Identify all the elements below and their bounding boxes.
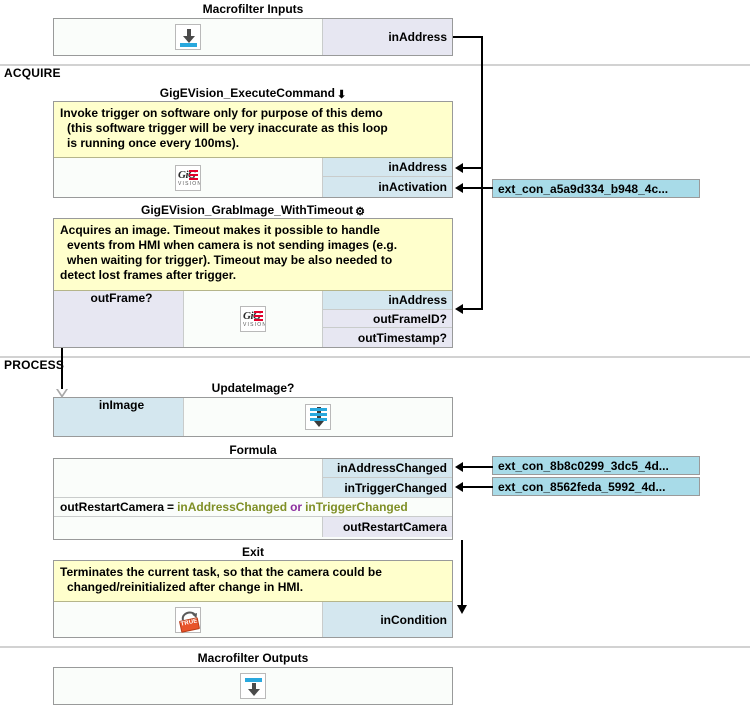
wire-ext1-inactivation [463, 187, 493, 189]
block-title-grab-image: GigEVision_GrabImage_WithTimeout⚙ [53, 203, 453, 218]
port-intriggerchanged[interactable]: inTriggerChanged [323, 478, 452, 497]
icon-cell [54, 19, 323, 55]
arrow-intriggerchanged [455, 482, 463, 492]
comment-line: Terminates the current task, so that the… [60, 565, 382, 579]
formula-operator: or [290, 500, 303, 514]
port-inaddresschanged[interactable]: inAddressChanged [323, 459, 452, 478]
icon-cell: TRUE [54, 602, 323, 637]
block-title-update-image: UpdateImage? [53, 381, 453, 395]
block-macrofilter-inputs[interactable]: inAddress [53, 18, 453, 56]
icon-cell: GiG VISION [54, 158, 323, 197]
port-inimage[interactable]: inImage [54, 398, 183, 436]
block-formula[interactable]: inAddressChanged inTriggerChanged outRes… [53, 458, 453, 540]
wire-outframe-to-inimage [61, 348, 63, 390]
wire-ext2-inaddresschanged [463, 466, 493, 468]
gear-icon: ⚙ [355, 206, 366, 218]
icon-cell: GiG VISION [183, 291, 323, 347]
port-outframeid[interactable]: outFrameID? [323, 310, 452, 328]
title-text: GigEVision_GrabImage_WithTimeout [140, 203, 354, 217]
icon-cell [183, 398, 452, 436]
title-text: Macrofilter Inputs [202, 2, 304, 16]
formula-operand-left: inAddressChanged [177, 500, 288, 514]
arrow-exec-inaddress [455, 163, 463, 173]
block-title-macrofilter-inputs: Macrofilter Inputs [53, 2, 453, 16]
gige-vision-logo-icon: GiG VISION [175, 164, 201, 191]
title-text: Macrofilter Outputs [197, 651, 309, 665]
external-connector-ext1[interactable]: ext_con_a5a9d334_b948_4c... [492, 179, 700, 198]
wire-branch-exec-inaddress [463, 167, 483, 169]
wire-inaddress-trunk [481, 36, 483, 310]
arrow-exec-inactivation [455, 183, 463, 193]
formula-operand-right: inTriggerChanged [305, 500, 408, 514]
comment-line: (this software trigger will be very inac… [67, 121, 388, 135]
macrofilter-output-icon [240, 673, 266, 699]
arrow-incondition [457, 605, 467, 614]
wire-branch-grab-inaddress [463, 308, 483, 310]
port-outrestartcamera[interactable]: outRestartCamera [323, 517, 452, 537]
block-title-macrofilter-outputs: Macrofilter Outputs [53, 651, 453, 665]
wire-ext3-intriggerchanged [463, 486, 493, 488]
wire-outrestartcamera-to-incondition [461, 540, 463, 607]
external-connector-ext2[interactable]: ext_con_8b8c0299_3dc5_4d... [492, 456, 700, 475]
port-inactivation[interactable]: inActivation [323, 177, 452, 197]
block-execute-command[interactable]: Invoke trigger on software only for purp… [53, 101, 453, 198]
port-incondition[interactable]: inCondition [323, 602, 452, 637]
curved-arrow-icon [181, 611, 197, 620]
arrow-inaddresschanged [455, 462, 463, 472]
external-connector-ext3[interactable]: ext_con_8562feda_5992_4d... [492, 477, 700, 496]
update-image-icon [305, 404, 331, 430]
arrow-inimage [56, 389, 68, 398]
block-comment-grab-image: Acquires an image. Timeout makes it poss… [54, 219, 452, 291]
block-exit[interactable]: Terminates the current task, so that the… [53, 560, 453, 638]
formula-output-name: outRestartCamera [60, 500, 165, 514]
down-arrow-icon: ⬇ [336, 89, 347, 101]
block-title-execute-command: GigEVision_ExecuteCommand⬇ [53, 86, 453, 101]
port-inaddress[interactable]: inAddress [323, 19, 452, 55]
title-text: Exit [241, 545, 264, 559]
block-title-formula: Formula [53, 443, 453, 457]
section-divider-outputs [0, 646, 750, 648]
comment-line: is running once every 100ms). [67, 136, 240, 150]
port-outtimestamp[interactable]: outTimestamp? [323, 328, 452, 347]
icon-cell [54, 668, 452, 704]
comment-line: detect lost frames after trigger. [60, 268, 237, 282]
port-outframe[interactable]: outFrame? [54, 291, 183, 347]
title-text: UpdateImage? [211, 381, 295, 395]
exit-true-icon: TRUE [175, 606, 201, 633]
exit-true-label: TRUE [180, 617, 199, 628]
comment-line: events from HMI when camera is not sendi… [67, 238, 398, 252]
port-inaddress[interactable]: inAddress [323, 158, 452, 177]
comment-line: when waiting for trigger). Timeout may b… [67, 253, 393, 267]
block-macrofilter-outputs[interactable] [53, 667, 453, 705]
section-label-acquire: ACQUIRE [4, 66, 61, 80]
block-comment-exit: Terminates the current task, so that the… [54, 561, 452, 602]
section-divider-process [0, 356, 750, 358]
section-label-process: PROCESS [4, 358, 65, 372]
block-title-exit: Exit [53, 545, 453, 559]
spacer-cell [54, 459, 323, 497]
port-inaddress[interactable]: inAddress [323, 291, 452, 310]
title-text: GigEVision_ExecuteCommand [159, 86, 335, 100]
comment-line: Acquires an image. Timeout makes it poss… [60, 223, 380, 237]
block-comment-execute-command: Invoke trigger on software only for purp… [54, 102, 452, 158]
block-grab-image[interactable]: Acquires an image. Timeout makes it poss… [53, 218, 453, 348]
arrow-grab-inaddress [455, 304, 463, 314]
spacer-cell [54, 517, 323, 537]
macrofilter-input-icon [175, 24, 201, 50]
gige-vision-logo-icon: GiG VISION [240, 306, 266, 332]
formula-expression-row[interactable]: outRestartCamera = inAddressChanged or i… [54, 497, 452, 517]
block-update-image[interactable]: inImage [53, 397, 453, 437]
wire-inaddress-out [453, 36, 483, 38]
formula-equals: = [167, 500, 175, 514]
section-divider-acquire [0, 64, 750, 66]
title-text: Formula [229, 443, 277, 457]
comment-line: changed/reinitialized after change in HM… [67, 580, 304, 594]
comment-line: Invoke trigger on software only for purp… [60, 106, 383, 120]
